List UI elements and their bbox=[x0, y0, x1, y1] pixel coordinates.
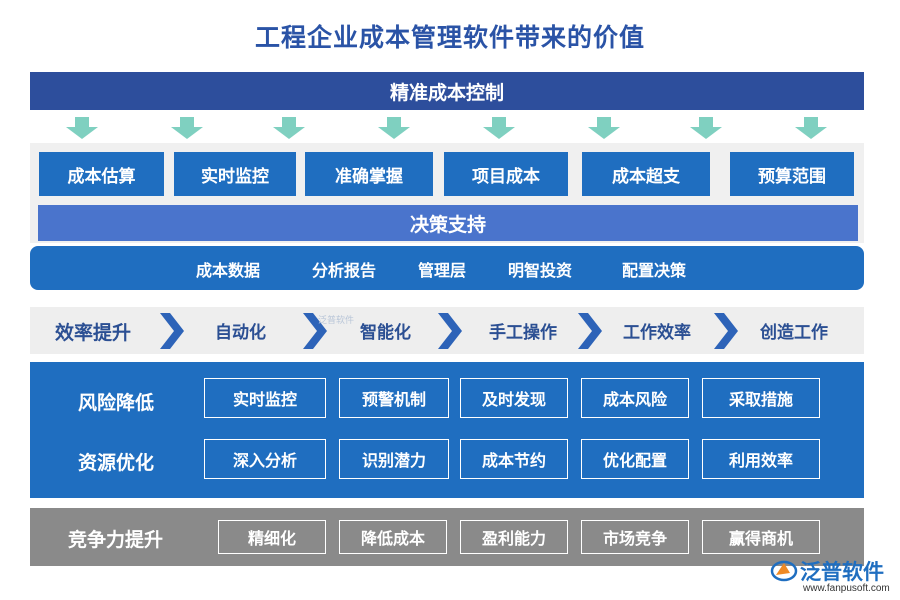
efficiency-item: 自动化 bbox=[215, 323, 266, 343]
efficiency-item: 手工操作 bbox=[489, 323, 557, 343]
efficiency-item: 工作效率 bbox=[623, 323, 691, 343]
competition-label: 竞争力提升 bbox=[68, 529, 164, 551]
down-arrow-icon bbox=[588, 117, 620, 139]
down-arrow-icon bbox=[273, 117, 305, 139]
page-title: 工程企业成本管理软件带来的价值 bbox=[254, 23, 645, 52]
key-item-box: 预算范围 bbox=[730, 152, 854, 196]
chevron-right-icon bbox=[714, 313, 738, 349]
resource-item-box: 深入分析 bbox=[204, 439, 326, 479]
resource-item-box: 利用效率 bbox=[702, 439, 820, 479]
risk-item-box: 采取措施 bbox=[702, 378, 820, 418]
resource-item-box: 优化配置 bbox=[581, 439, 689, 479]
risk-item-box: 成本风险 bbox=[581, 378, 689, 418]
fanpu-logo-icon bbox=[770, 560, 798, 582]
watermark: 泛普软件 bbox=[318, 316, 355, 326]
decision-banner: 决策支持 bbox=[38, 205, 858, 241]
competition-item-box: 降低成本 bbox=[339, 520, 447, 554]
chevron-right-icon bbox=[160, 313, 184, 349]
efficiency-item: 智能化 bbox=[360, 323, 411, 343]
risk-item-box: 预警机制 bbox=[339, 378, 449, 418]
key-item-box: 项目成本 bbox=[444, 152, 568, 196]
data-item: 明智投资 bbox=[508, 261, 573, 280]
efficiency-label: 效率提升 bbox=[55, 322, 132, 344]
chevron-right-icon bbox=[578, 313, 602, 349]
top-banner: 精准成本控制 bbox=[30, 72, 864, 110]
resource-label: 资源优化 bbox=[78, 452, 155, 474]
competition-item-box: 精细化 bbox=[218, 520, 326, 554]
chevron-right-icon bbox=[303, 313, 327, 349]
data-bar bbox=[30, 246, 864, 290]
risk-label: 风险降低 bbox=[78, 392, 155, 414]
efficiency-item: 创造工作 bbox=[760, 323, 828, 343]
down-arrow-icon bbox=[66, 117, 98, 139]
competition-item-box: 盈利能力 bbox=[460, 520, 568, 554]
data-item: 分析报告 bbox=[312, 261, 377, 280]
down-arrow-icon bbox=[483, 117, 515, 139]
down-arrow-icon bbox=[690, 117, 722, 139]
competition-item-box: 市场竞争 bbox=[581, 520, 689, 554]
data-item: 配置决策 bbox=[622, 261, 687, 280]
data-item: 成本数据 bbox=[196, 261, 261, 280]
logo-url: www.fanpusoft.com bbox=[803, 583, 890, 594]
key-item-box: 成本超支 bbox=[582, 152, 710, 196]
logo-name: 泛普软件 bbox=[800, 560, 884, 584]
key-item-box: 实时监控 bbox=[174, 152, 296, 196]
down-arrow-icon bbox=[171, 117, 203, 139]
risk-item-box: 及时发现 bbox=[460, 378, 568, 418]
resource-item-box: 识别潜力 bbox=[339, 439, 449, 479]
down-arrow-icon bbox=[378, 117, 410, 139]
down-arrow-icon bbox=[795, 117, 827, 139]
resource-item-box: 成本节约 bbox=[460, 439, 568, 479]
data-item: 管理层 bbox=[418, 261, 467, 280]
key-item-box: 成本估算 bbox=[39, 152, 164, 196]
competition-item-box: 赢得商机 bbox=[702, 520, 820, 554]
risk-item-box: 实时监控 bbox=[204, 378, 326, 418]
chevron-right-icon bbox=[438, 313, 462, 349]
key-item-box: 准确掌握 bbox=[305, 152, 433, 196]
